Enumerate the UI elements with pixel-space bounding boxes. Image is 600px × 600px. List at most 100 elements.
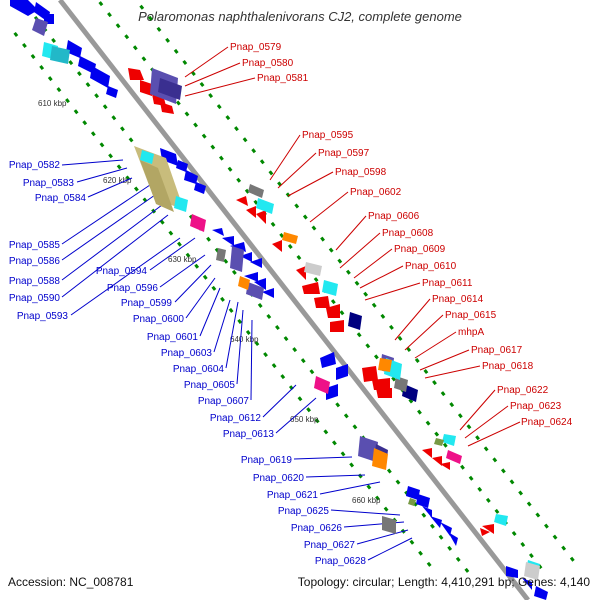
tick-mark <box>73 109 79 115</box>
tick-mark <box>509 479 515 485</box>
tick-mark <box>283 336 289 342</box>
gene-label[interactable]: Pnap_0615 <box>445 310 497 321</box>
kbp-label-630: 630 kbp <box>168 255 197 264</box>
gene-label[interactable]: Pnap_0581 <box>257 73 309 84</box>
tick-mark <box>227 166 233 172</box>
tick-mark <box>13 31 19 37</box>
tick-mark <box>251 148 257 154</box>
gene-label[interactable]: Pnap_0612 <box>210 413 262 424</box>
gene-label[interactable]: Pnap_0623 <box>510 401 562 412</box>
gene-label[interactable]: Pnap_0622 <box>497 385 549 396</box>
tick-mark <box>297 396 303 402</box>
gene-label[interactable]: Pnap_0611 <box>422 278 473 289</box>
gene-label[interactable]: Pnap_0627 <box>304 540 356 551</box>
tick-mark <box>159 219 165 225</box>
gene-label[interactable]: Pnap_0626 <box>291 523 343 534</box>
gene-label[interactable]: Pnap_0597 <box>318 148 370 159</box>
tick-mark <box>423 369 429 375</box>
gene-label[interactable]: Pnap_0600 <box>133 314 185 325</box>
tick-tracks <box>13 1 575 573</box>
gene-label[interactable]: Pnap_0613 <box>223 429 275 440</box>
gene-label[interactable]: Pnap_0596 <box>107 283 159 294</box>
tick-mark <box>483 446 489 452</box>
tick-mark <box>237 318 243 324</box>
tick-mark <box>352 424 358 430</box>
genome-backbone <box>58 0 530 600</box>
gene-label[interactable]: Pnap_0593 <box>17 311 69 322</box>
gene-label[interactable]: Pnap_0617 <box>471 345 523 356</box>
gene-label[interactable]: mhpA <box>458 327 484 338</box>
gene-label[interactable]: Pnap_0579 <box>230 42 282 53</box>
tick-mark <box>141 56 147 62</box>
tick-mark <box>520 542 526 548</box>
tick-mark <box>449 402 455 408</box>
gene-label[interactable]: Pnap_0601 <box>147 332 199 343</box>
tick-mark <box>292 347 298 353</box>
gene-label[interactable]: Pnap_0628 <box>315 556 367 567</box>
tick-mark <box>447 545 453 551</box>
gene-label[interactable]: Pnap_0619 <box>241 455 293 466</box>
tick-mark <box>228 307 234 313</box>
tick-mark <box>259 159 265 165</box>
gene-label[interactable]: Pnap_0584 <box>35 193 87 204</box>
accession-text: Accession: NC_008781 <box>8 575 134 589</box>
gene-label[interactable]: Pnap_0599 <box>121 298 173 309</box>
gene-label[interactable]: Pnap_0582 <box>9 160 61 171</box>
tick-mark <box>175 100 181 106</box>
tick-mark <box>147 15 153 21</box>
tick-mark <box>236 177 242 183</box>
tick-mark <box>328 247 334 253</box>
gene-label[interactable]: Pnap_0602 <box>350 187 402 198</box>
left-gene-labels: Pnap_0582 Pnap_0583 Pnap_0584 Pnap_0585 … <box>9 160 367 567</box>
gene-label[interactable]: Pnap_0595 <box>302 130 354 141</box>
tick-mark <box>216 104 222 110</box>
gene-label[interactable]: Pnap_0605 <box>184 380 236 391</box>
tick-mark <box>168 230 174 236</box>
tick-mark <box>208 93 214 99</box>
gene-label[interactable]: Pnap_0608 <box>382 228 434 239</box>
tick-mark <box>373 354 379 360</box>
tick-mark <box>128 137 134 143</box>
tick-mark <box>332 440 337 446</box>
tick-mark <box>464 567 470 573</box>
tick-mark <box>391 376 397 382</box>
gene-label[interactable]: Pnap_0594 <box>96 266 148 277</box>
tick-mark <box>99 142 105 148</box>
gene-label[interactable]: Pnap_0625 <box>278 506 330 517</box>
tick-mark <box>375 495 380 501</box>
tick-mark <box>254 341 260 347</box>
tick-mark <box>340 451 346 457</box>
gene-label[interactable]: Pnap_0609 <box>394 244 446 255</box>
tick-mark <box>165 37 170 43</box>
tick-mark <box>345 269 351 275</box>
tick-mark <box>356 332 362 338</box>
gene-label[interactable]: Pnap_0586 <box>9 256 61 267</box>
gene-label[interactable]: Pnap_0624 <box>521 417 573 428</box>
gene-label[interactable]: Pnap_0603 <box>161 348 213 359</box>
tick-mark <box>116 164 122 170</box>
gene-label[interactable]: Pnap_0607 <box>198 396 250 407</box>
tick-mark <box>202 274 208 280</box>
gene-label[interactable]: Pnap_0614 <box>432 294 484 305</box>
tick-mark <box>526 501 532 507</box>
gene-label[interactable]: Pnap_0588 <box>9 276 61 287</box>
right-gene-labels: Pnap_0579 Pnap_0580 Pnap_0581 Pnap_0595 … <box>230 42 573 428</box>
tick-mark <box>323 429 329 435</box>
tick-mark <box>223 258 229 264</box>
gene-label[interactable]: Pnap_0610 <box>405 261 457 272</box>
gene-label[interactable]: Pnap_0583 <box>23 178 75 189</box>
gene-label[interactable]: Pnap_0585 <box>9 240 61 251</box>
gene-label[interactable]: Pnap_0606 <box>368 211 420 222</box>
gene-label[interactable]: Pnap_0598 <box>335 167 387 178</box>
gene-label[interactable]: Pnap_0618 <box>482 361 534 372</box>
tick-mark <box>266 314 272 320</box>
label-connectors <box>61 46 521 561</box>
gene-label[interactable]: Pnap_0620 <box>253 473 305 484</box>
gene-label[interactable]: Pnap_0621 <box>267 490 319 501</box>
gene-label[interactable]: Pnap_0590 <box>9 293 61 304</box>
gene-label[interactable]: Pnap_0604 <box>173 364 225 375</box>
tick-mark <box>518 490 524 496</box>
tick-mark <box>395 479 401 485</box>
tick-mark <box>397 335 403 341</box>
gene-label[interactable]: Pnap_0580 <box>242 58 294 69</box>
